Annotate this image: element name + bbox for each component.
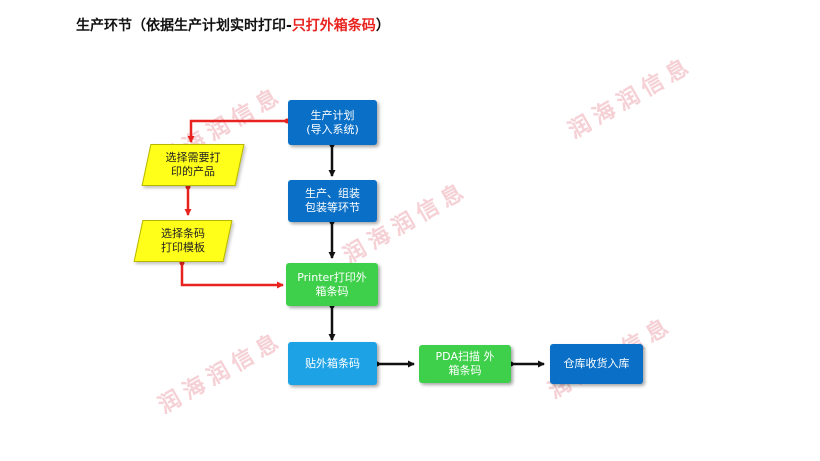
- title-end: ）: [375, 18, 390, 34]
- arrow-plan-to-select-product: [187, 118, 290, 143]
- select-product-label: 选择需要打 印的产品: [165, 151, 221, 178]
- node-production-plan: 生产计划 (导入系统): [288, 100, 377, 145]
- title-highlight: 只打外箱条码: [291, 18, 376, 34]
- node-attach-outer-barcode: 贴外箱条码: [288, 342, 377, 385]
- page-title: 生产环节（依据生产计划实时打印-只打外箱条码）: [76, 15, 390, 35]
- node-warehouse-receiving: 仓库收货入库: [550, 344, 643, 384]
- node-select-template: 选择条码 打印模板: [133, 220, 233, 262]
- node-pda-scan: PDA扫描 外 箱条码: [419, 345, 511, 383]
- node-print-outer-barcode: Printer打印外 箱条码: [286, 263, 378, 306]
- node-select-product: 选择需要打 印的产品: [141, 144, 245, 186]
- arrow-template-to-print: [179, 260, 284, 289]
- node-production-assembly: 生产、组装 包装等环节: [288, 180, 377, 222]
- title-main: 生产环节（依据生产计划实时打印-: [76, 18, 292, 34]
- select-template-label: 选择条码 打印模板: [161, 227, 205, 254]
